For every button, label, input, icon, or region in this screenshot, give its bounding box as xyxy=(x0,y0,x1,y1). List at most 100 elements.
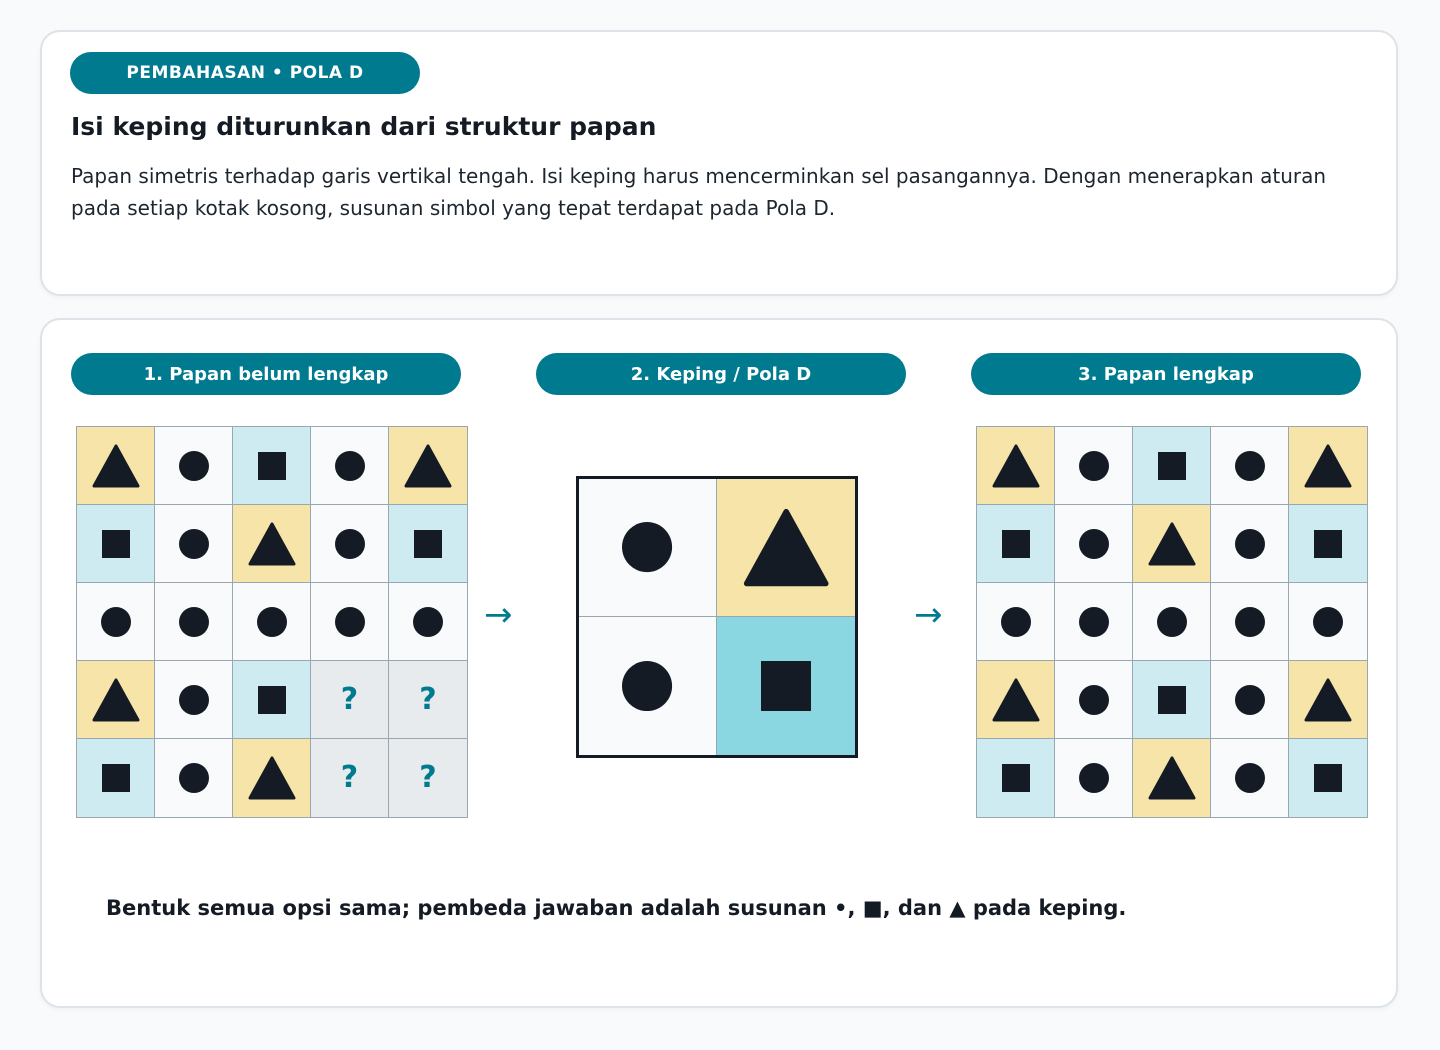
square-icon xyxy=(257,451,286,480)
complete-board-cell xyxy=(977,583,1055,661)
explanation-title: Isi keping diturunkan dari struktur papa… xyxy=(71,112,657,141)
circle-icon xyxy=(622,660,673,712)
complete-board-cell xyxy=(1211,661,1289,739)
complete-board-cell xyxy=(1055,427,1133,505)
footnote: Bentuk semua opsi sama; pembeda jawaban … xyxy=(106,896,1127,920)
circle-icon xyxy=(178,528,209,559)
circle-icon xyxy=(1234,606,1265,637)
complete-board-cell xyxy=(1211,505,1289,583)
complete-board-cell xyxy=(1289,505,1367,583)
triangle-icon xyxy=(92,444,139,487)
circle-icon xyxy=(1078,528,1109,559)
circle-icon xyxy=(622,522,673,573)
square-icon xyxy=(760,660,812,712)
incomplete-board-cell xyxy=(155,427,233,505)
circle-icon xyxy=(178,684,209,715)
triangle-icon xyxy=(404,444,452,487)
incomplete-board-cell xyxy=(155,661,233,739)
complete-board-cell xyxy=(1211,739,1289,817)
incomplete-board-cell xyxy=(389,427,467,505)
square-icon xyxy=(414,529,442,558)
circle-icon xyxy=(1234,763,1265,793)
complete-board xyxy=(976,426,1368,818)
incomplete-board: ???? xyxy=(76,426,468,818)
circle-icon xyxy=(256,606,287,637)
complete-board-cell xyxy=(1133,505,1211,583)
triangle-icon xyxy=(92,678,139,721)
square-icon xyxy=(1157,685,1186,714)
diagram-card: 1. Papan belum lengkap 2. Keping / Pola … xyxy=(40,318,1398,1008)
triangle-icon xyxy=(743,508,829,587)
square-icon xyxy=(101,529,130,558)
question-mark: ? xyxy=(419,681,437,717)
incomplete-board-cell xyxy=(233,427,311,505)
incomplete-board-cell xyxy=(389,583,467,661)
circle-icon xyxy=(1313,606,1343,637)
arrow-right-icon: → xyxy=(484,595,513,635)
square-icon xyxy=(101,764,130,792)
circle-icon xyxy=(334,528,365,559)
incomplete-board-cell: ? xyxy=(311,661,389,739)
question-mark: ? xyxy=(419,760,437,795)
explanation-text: Papan simetris terhadap garis vertikal t… xyxy=(71,164,1327,220)
circle-icon xyxy=(1234,450,1265,481)
piece-cell xyxy=(717,617,855,755)
incomplete-board-cell xyxy=(77,427,155,505)
square-icon xyxy=(1157,451,1186,480)
square-icon xyxy=(257,685,286,714)
incomplete-board-cell xyxy=(77,505,155,583)
circle-icon xyxy=(178,606,209,637)
complete-board-cell xyxy=(1133,583,1211,661)
question-mark: ? xyxy=(340,681,359,717)
question-mark: ? xyxy=(340,760,359,795)
triangle-icon xyxy=(1148,522,1195,565)
triangle-icon xyxy=(248,756,295,800)
complete-board-cell xyxy=(1055,505,1133,583)
triangle-icon xyxy=(248,522,295,565)
triangle-icon xyxy=(992,444,1039,487)
incomplete-board-cell xyxy=(77,739,155,817)
complete-board-cell xyxy=(1211,583,1289,661)
complete-board-cell xyxy=(1055,661,1133,739)
incomplete-board-cell xyxy=(233,505,311,583)
piece-pattern-d xyxy=(576,476,858,758)
complete-board-cell xyxy=(1211,427,1289,505)
complete-board-cell xyxy=(1055,739,1133,817)
incomplete-board-cell xyxy=(77,661,155,739)
complete-board-cell xyxy=(1055,583,1133,661)
triangle-icon xyxy=(1148,756,1195,800)
circle-icon xyxy=(1078,684,1109,715)
complete-board-cell xyxy=(1289,427,1367,505)
incomplete-board-cell xyxy=(155,505,233,583)
complete-board-cell xyxy=(1133,739,1211,817)
circle-icon xyxy=(1078,763,1109,793)
circle-icon xyxy=(1234,528,1265,559)
panel-label-incomplete: 1. Papan belum lengkap xyxy=(71,353,461,395)
complete-board-cell xyxy=(1289,583,1367,661)
incomplete-board-cell: ? xyxy=(389,661,467,739)
incomplete-board-cell: ? xyxy=(389,739,467,817)
incomplete-board-cell xyxy=(233,583,311,661)
circle-icon xyxy=(334,450,365,481)
incomplete-board-cell xyxy=(311,583,389,661)
incomplete-board-cell xyxy=(233,739,311,817)
circle-icon xyxy=(1000,606,1031,637)
panel-label-piece: 2. Keping / Pola D xyxy=(536,353,906,395)
square-icon xyxy=(1001,529,1030,558)
complete-board-cell xyxy=(977,427,1055,505)
incomplete-board-cell xyxy=(155,583,233,661)
incomplete-board-cell xyxy=(389,505,467,583)
circle-icon xyxy=(100,606,131,637)
circle-icon xyxy=(1078,450,1109,481)
incomplete-board-cell xyxy=(311,427,389,505)
piece-cell xyxy=(717,479,855,617)
circle-icon xyxy=(413,606,443,637)
circle-icon xyxy=(1078,606,1109,637)
incomplete-board-cell xyxy=(311,505,389,583)
incomplete-board-cell xyxy=(77,583,155,661)
complete-board-cell xyxy=(1133,661,1211,739)
arrow-right-icon: → xyxy=(914,595,943,635)
circle-icon xyxy=(1234,684,1265,715)
triangle-icon xyxy=(1304,444,1352,487)
circle-icon xyxy=(178,450,209,481)
